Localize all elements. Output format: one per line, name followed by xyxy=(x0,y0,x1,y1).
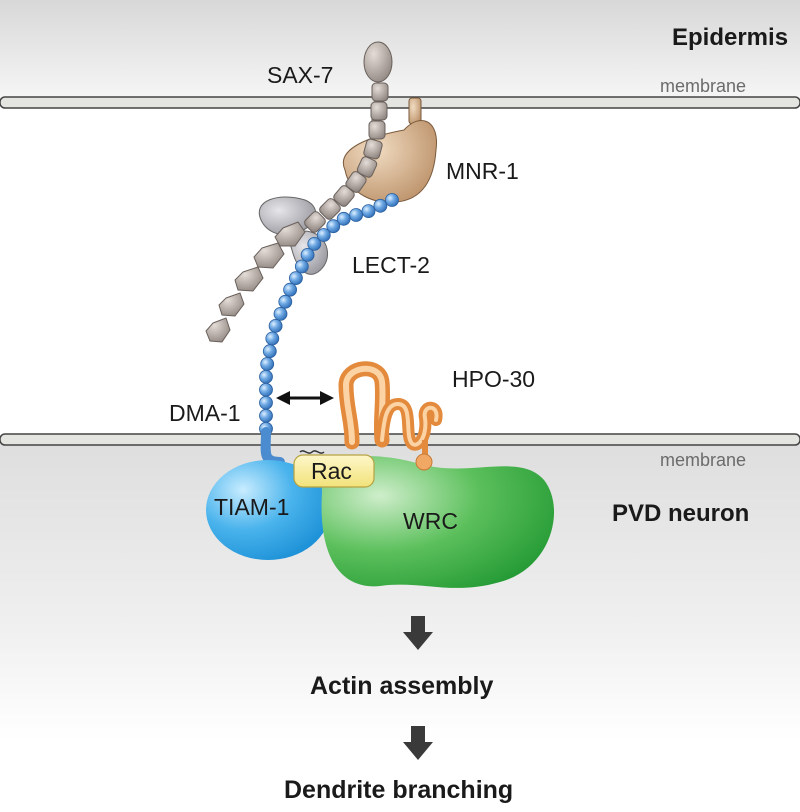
dma1-bead xyxy=(259,408,273,423)
dma1-bead xyxy=(283,282,298,297)
dma1-bead xyxy=(259,369,273,384)
dma1-bead xyxy=(259,395,273,410)
bottom-membrane xyxy=(0,433,800,446)
hpo30-label: HPO-30 xyxy=(452,366,536,392)
actin-assembly-label: Actin assembly xyxy=(310,672,494,700)
dma1-bead xyxy=(262,344,277,359)
dma1-bead xyxy=(288,271,303,286)
dma1-bead xyxy=(300,247,315,262)
rac-label: Rac xyxy=(311,458,352,484)
arrow-down-icon-1 xyxy=(403,616,433,650)
dma1-bead xyxy=(373,198,388,213)
interaction-arrow xyxy=(276,391,334,405)
dma1-bead xyxy=(361,204,376,219)
dma1-bead xyxy=(326,219,341,234)
dma1-bead xyxy=(278,294,293,309)
dendrite-branching-label: Dendrite branching xyxy=(284,776,514,804)
dma1-label: DMA-1 xyxy=(169,400,241,426)
lect2-label: LECT-2 xyxy=(352,252,430,278)
dma1-bead xyxy=(268,318,283,333)
wrc-protein xyxy=(321,456,555,588)
dma1-bead xyxy=(316,228,331,242)
tiam1-label: TIAM-1 xyxy=(214,494,290,520)
dma1-bead xyxy=(385,193,399,207)
hpo30-protein xyxy=(338,361,443,471)
dma1-bead xyxy=(336,211,351,226)
dma1-bead xyxy=(307,236,322,251)
dma1-bead xyxy=(349,208,364,222)
sax7-label: SAX-7 xyxy=(267,62,334,88)
arrow-down-icon-2 xyxy=(403,726,433,760)
dma1-bead xyxy=(260,357,275,371)
sax7-protein xyxy=(205,41,393,343)
bottom-membrane-label: membrane xyxy=(660,450,747,470)
top-membrane xyxy=(0,96,800,109)
epidermis-region xyxy=(0,0,800,100)
wrc-label: WRC xyxy=(403,508,458,534)
top-membrane-label: membrane xyxy=(660,76,747,96)
pvd-neuron-label: PVD neuron xyxy=(612,500,750,527)
dma1-bead xyxy=(265,331,280,346)
mnr1-label: MNR-1 xyxy=(446,158,519,184)
dma1-bead xyxy=(294,259,309,274)
dma1-bead xyxy=(273,306,288,321)
rac-protein xyxy=(293,450,375,488)
epidermis-label: Epidermis xyxy=(672,24,789,51)
dma1-bead xyxy=(259,382,273,397)
